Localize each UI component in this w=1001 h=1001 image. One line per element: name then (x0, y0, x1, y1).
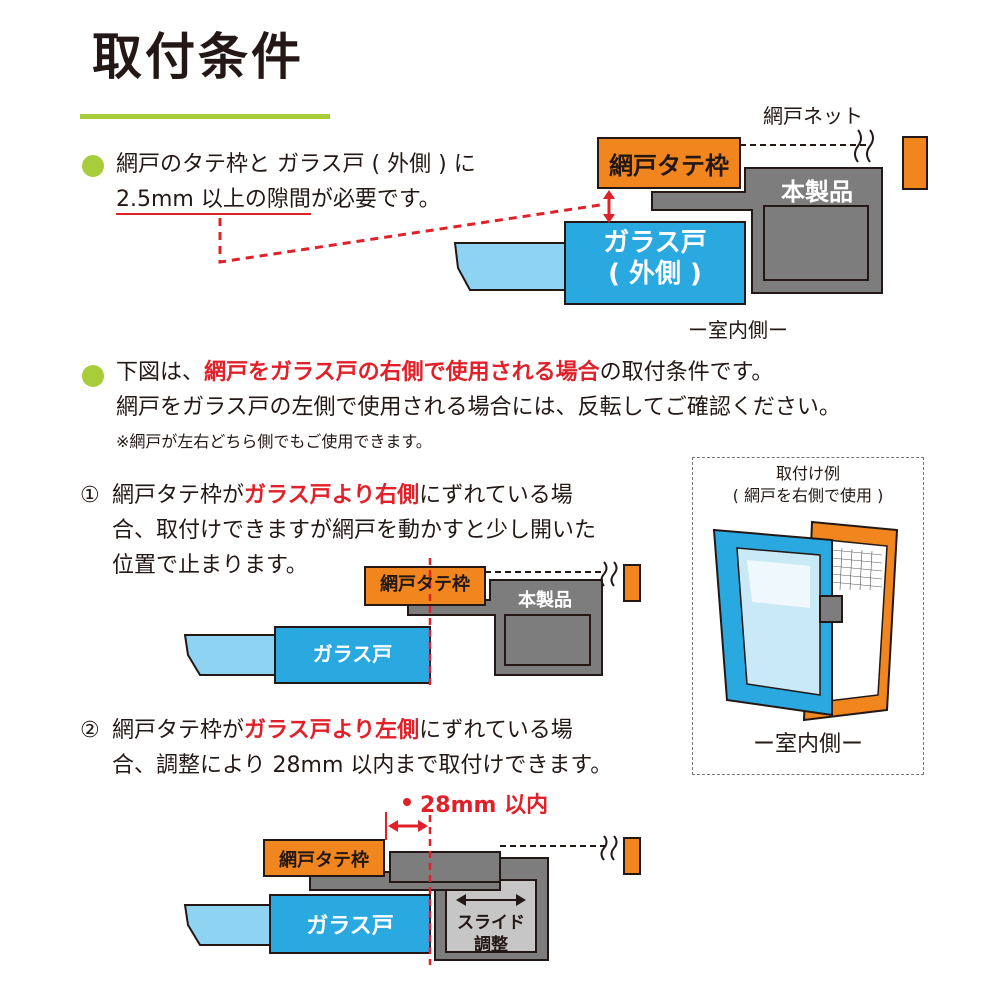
case2-number: ② (80, 718, 100, 743)
inset-illustration (712, 520, 899, 722)
glass-door (269, 894, 431, 954)
case1-line2: 合、取付けできますが網戸を動かすと少し開いた (112, 518, 597, 543)
screen-frame (597, 137, 741, 189)
diagram-case1 (183, 558, 641, 688)
product-unit (819, 595, 843, 623)
case1-line1-highlight: ガラス戸より右側 (244, 483, 420, 508)
bullet-icon (82, 155, 104, 177)
break-mark (854, 129, 874, 163)
case1-label-frame: 網戸タテ枠 (380, 574, 470, 595)
bullet-icon (82, 365, 104, 387)
label-net: 網戸ネット (763, 104, 863, 128)
glass-door (564, 221, 746, 305)
diagram-case2 (183, 812, 641, 965)
case1-line1-a: 網戸タテ枠が (112, 483, 245, 508)
break-mark (600, 561, 618, 587)
leader-line (218, 203, 601, 264)
mesh-pattern (831, 547, 883, 591)
sec2-line1-c: の取付条件です。 (599, 360, 774, 385)
sec2-line1-a: 下図は、 (116, 360, 205, 385)
glass-door (274, 626, 431, 684)
case1-line1: 網戸タテ枠がガラス戸より右側にずれている場 (112, 481, 573, 511)
case2-line1: 網戸タテ枠がガラス戸より左側にずれている場 (112, 716, 573, 746)
case2-label-frame: 網戸タテ枠 (279, 850, 369, 871)
case2-line1-highlight: ガラス戸より左側 (244, 718, 420, 743)
slide-arrow-head-right (516, 894, 526, 906)
screen-frame (364, 566, 486, 606)
label-frame: 網戸タテ枠 (609, 152, 729, 180)
sec1-line2: 2.5mm 以上の隙間が必要です。 (116, 185, 441, 215)
sec1-line1: 網戸のタテ枠と ガラス戸 ( 外側 ) に (116, 152, 476, 177)
product-body (651, 167, 883, 294)
glass-reflection (747, 560, 810, 608)
sec2-line2: 網戸をガラス戸の左側で使用される場合には、反転してご確認ください。 (116, 395, 841, 420)
gap-arrow-head-down (603, 214, 615, 223)
label-indoor: ー室内側ー (688, 318, 788, 342)
case2-line1-a: 網戸タテ枠が (112, 718, 245, 743)
net-frame-end (623, 564, 641, 602)
case2-label-glass: ガラス戸 (306, 914, 394, 939)
page-title: 取付条件 (92, 28, 304, 86)
break-mark (600, 835, 618, 861)
dimension-dot (403, 798, 411, 806)
net-frame-end (902, 136, 928, 190)
label-product: 本製品 (781, 178, 853, 206)
sec2-note: ※網戸が左右どちら側でもご使用できます。 (116, 432, 432, 451)
dimension-arrow-head-left (388, 820, 398, 832)
slide-label-line2: 調整 (474, 935, 508, 956)
sec2-line1-highlight: 網戸をガラス戸の右側で使用される場合 (204, 360, 600, 385)
dimension-label: 28mm 以内 (420, 793, 549, 818)
dimension-arrow-head-right (418, 820, 428, 832)
glass-pane-strip (183, 904, 281, 946)
glass-pane-strip (453, 242, 571, 291)
case2-line1-c: にずれている場 (419, 718, 573, 743)
inset-title: 取付け例 (775, 464, 840, 483)
slide-arrow-head-left (456, 894, 466, 906)
glass-pane-strip (183, 634, 281, 676)
case1-label-glass: ガラス戸 (312, 642, 393, 666)
inset-subtitle: ( 網戸を右側で使用 ) (732, 485, 884, 505)
sec2-line1: 下図は、網戸をガラス戸の右側で使用される場合の取付条件です。 (116, 358, 773, 388)
label-glass: ガラス戸 ( 外側 ) (565, 228, 745, 290)
sec1-gap-requirement: 2.5mm 以上の隙間 (116, 187, 311, 215)
product-top (389, 851, 501, 883)
label-glass-line2: ( 外側 ) (608, 259, 702, 290)
net-frame-end (623, 837, 641, 875)
sec1-line2-tail: が必要です。 (310, 187, 441, 212)
inset-indoor: ー室内側ー (752, 732, 863, 757)
case2-line2: 合、調整により 28mm 以内まで取付けできます。 (112, 753, 613, 778)
case1-line3: 位置で止まります。 (112, 553, 308, 578)
product-channel (763, 205, 869, 281)
gap-arrow-head-up (603, 190, 615, 199)
inset-caption: 取付け例 ( 網戸を右側で使用 ) (692, 463, 924, 506)
case1-number: ① (80, 483, 100, 508)
label-glass-line1: ガラス戸 (603, 228, 707, 258)
title-underline (80, 114, 330, 119)
case1-line1-c: にずれている場 (419, 483, 573, 508)
product-channel (504, 614, 591, 666)
slide-label-line1: スライド (457, 913, 525, 933)
inset-example-box (692, 457, 924, 775)
case1-label-product: 本製品 (518, 590, 572, 611)
screen-frame (263, 839, 385, 877)
slide-adjust-label: スライド 調整 (446, 912, 536, 956)
diagram-gap (218, 129, 928, 305)
